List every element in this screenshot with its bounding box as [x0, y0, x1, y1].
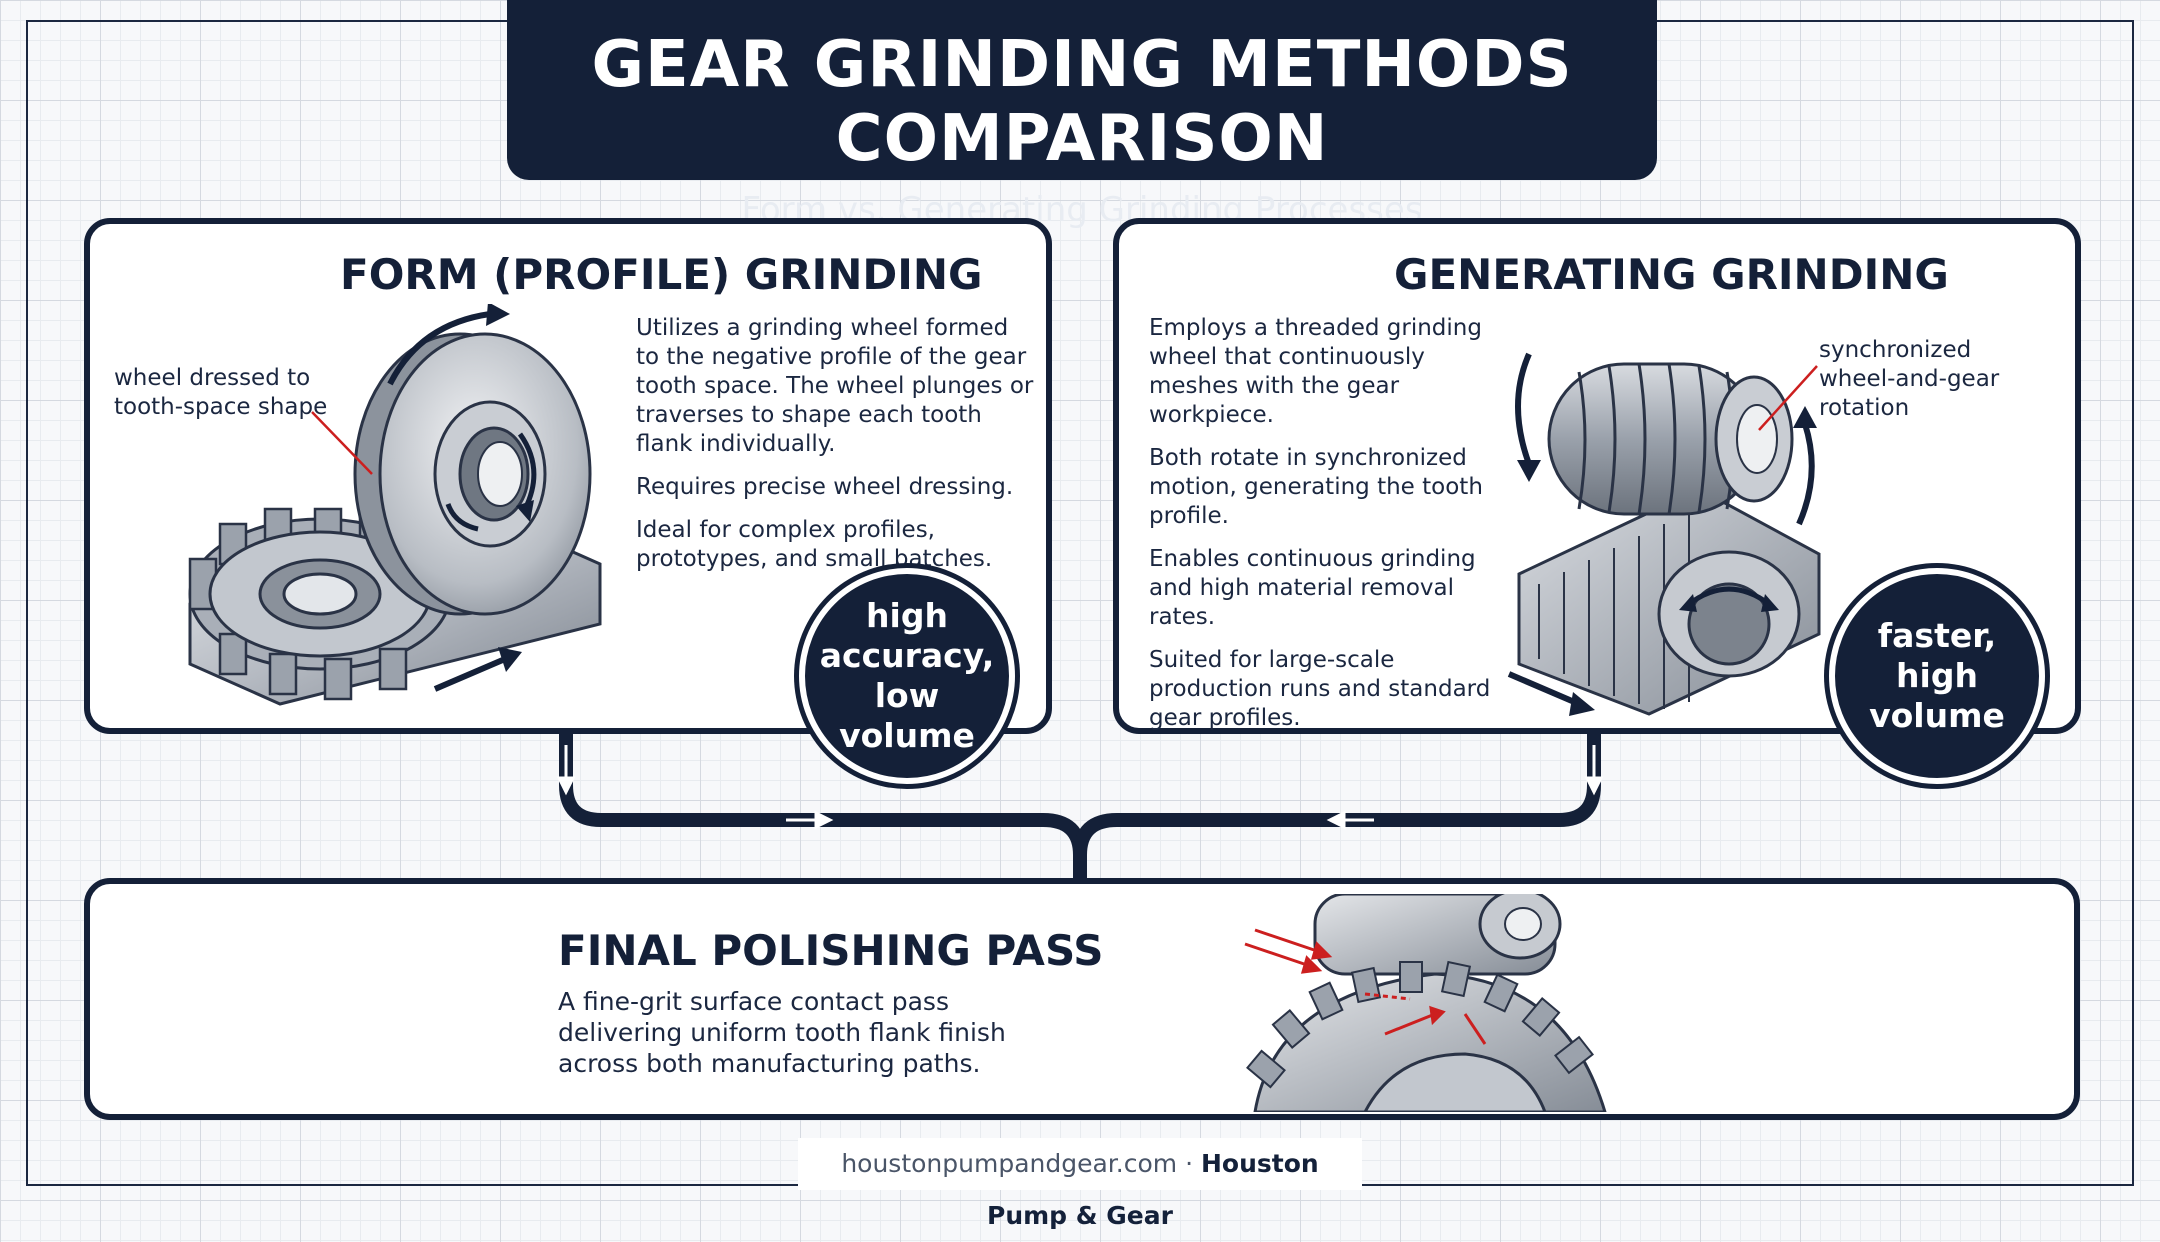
generating-grinding-illustration: [1507, 352, 1821, 716]
footer-separator: ·: [1177, 1149, 1201, 1178]
generating-wheel-label: synchronized wheel-and-gear rotation: [1819, 337, 2000, 421]
generating-grinding-panel: GENERATING GRINDING Employs a threaded g…: [1113, 218, 2081, 734]
form-paragraph: Utilizes a grinding wheel formed to the …: [636, 315, 1034, 457]
generating-paragraph: Enables continuous grinding and high mat…: [1149, 546, 1476, 630]
generating-paragraph: Suited for large-scale production runs a…: [1149, 647, 1491, 731]
generating-paragraph: Employs a threaded grinding wheel that c…: [1149, 315, 1482, 428]
form-badge: high accuracy, low volume: [799, 568, 1015, 784]
generating-grinding-title: GENERATING GRINDING: [1394, 250, 1949, 299]
generating-description: Employs a threaded grinding wheel that c…: [1149, 314, 1509, 747]
title-banner: GEAR GRINDING METHODS COMPARISON Form vs…: [507, 0, 1657, 230]
generating-flow-line: [1073, 730, 1601, 856]
form-grinding-panel: FORM (PROFILE) GRINDING wheel dressed to…: [84, 218, 1052, 734]
generating-label-leader: [1758, 365, 1818, 431]
generating-paragraph: Both rotate in synchronized motion, gene…: [1149, 445, 1483, 529]
footer-site: houstonpumpandgear.com: [841, 1149, 1178, 1178]
form-label-leader: [311, 411, 373, 475]
form-paragraph: Ideal for complex profiles, prototypes, …: [636, 517, 993, 572]
polishing-illustration: [1244, 894, 1607, 1112]
footer: houstonpumpandgear.com · Houston Pump & …: [798, 1138, 1362, 1230]
final-polishing-title: FINAL POLISHING PASS: [558, 926, 1104, 975]
final-polishing-description: A fine-grit surface contact pass deliver…: [558, 987, 1006, 1078]
form-grinding-title: FORM (PROFILE) GRINDING: [340, 250, 983, 299]
generating-badge: faster, high volume: [1829, 568, 2045, 784]
form-wheel-label: wheel dressed to tooth-space shape: [114, 365, 328, 420]
form-grinding-illustration: [188, 304, 602, 706]
page-title: GEAR GRINDING METHODS COMPARISON: [591, 28, 1573, 176]
final-polishing-panel: FINAL POLISHING PASS A fine-grit surface…: [84, 878, 2080, 1120]
form-description: Utilizes a grinding wheel formed to the …: [636, 314, 1036, 588]
form-paragraph: Requires precise wheel dressing.: [636, 474, 1014, 500]
